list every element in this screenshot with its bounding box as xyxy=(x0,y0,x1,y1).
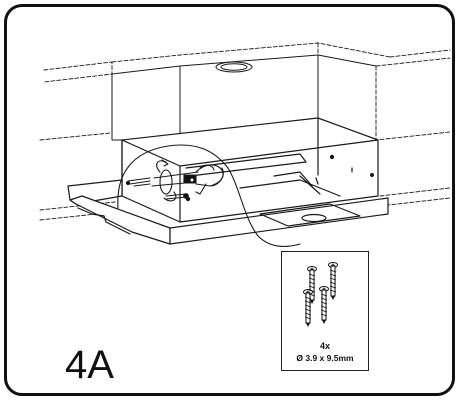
screws-illustration xyxy=(303,262,338,327)
detail-cutaway xyxy=(117,144,301,247)
cabinet-box xyxy=(111,54,377,141)
instruction-panel: 4x Ø 3.9 x 9.5mm 4A xyxy=(4,4,455,396)
assembly-illustration xyxy=(39,42,451,247)
range-hood-illustration xyxy=(67,117,389,245)
screwdriver-icon xyxy=(151,159,224,202)
screw-size-label: Ø 3.9 x 9.5mm xyxy=(296,353,354,363)
step-label: 4A xyxy=(65,343,114,387)
screw-count-label: 4x xyxy=(319,341,330,351)
screw-specification-box: 4x Ø 3.9 x 9.5mm xyxy=(281,251,369,371)
